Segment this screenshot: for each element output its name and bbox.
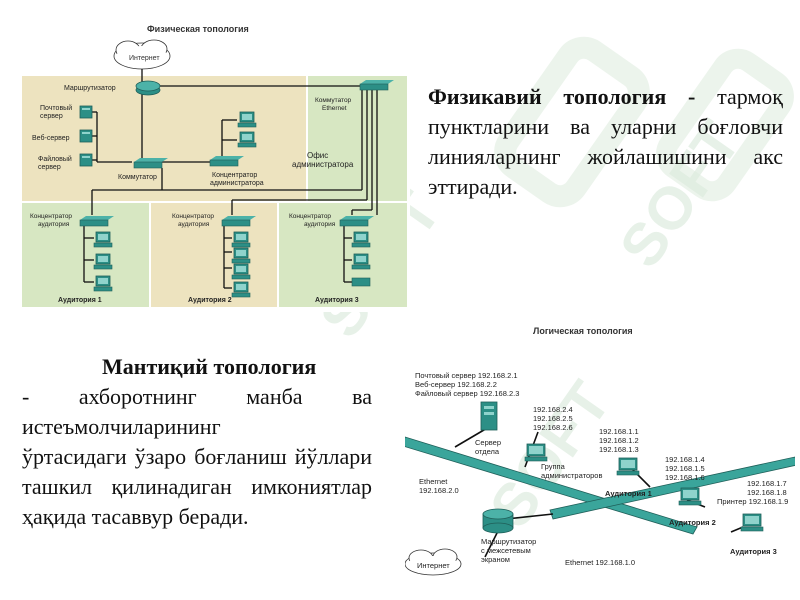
- file-server-label-2: сервер: [38, 164, 61, 171]
- router-label-3: экраном: [481, 555, 510, 564]
- physical-topology-body: тармоқ пунктларини ва уларни боғловчи ли…: [428, 84, 783, 199]
- aud3-pc-icon: [740, 513, 764, 532]
- admin-ip-2: 192.168.2.5: [533, 414, 573, 423]
- ethernet-2-backbone: [405, 436, 698, 535]
- server-ip-1: Почтовый сервер 192.168.2.1: [415, 371, 518, 380]
- file-server-icon: [79, 153, 93, 167]
- admin-pc-icon: [237, 111, 257, 128]
- internet-label: Интернет: [129, 55, 160, 62]
- admin-hub-label-1: Концентратор: [212, 172, 257, 179]
- server-ip-2: Веб-сервер 192.168.2.2: [415, 380, 497, 389]
- router-label-1: Маршрутизатор: [481, 537, 536, 546]
- internet-cloud-icon: [113, 39, 171, 70]
- router-label: Маршрутизатор: [64, 85, 116, 92]
- office-label-2: администратора: [292, 160, 354, 169]
- aud2-ip-1: 192.168.1.4: [665, 455, 705, 464]
- aud1-hub-label-1: Концентратор: [30, 213, 72, 220]
- aud2-ip-3: 192.168.1.6: [665, 473, 705, 482]
- aud1-hub-label-2: аудитория: [38, 221, 70, 228]
- admin-pc-icon: [524, 443, 548, 462]
- aud1-ip-3: 192.168.1.3: [599, 445, 639, 454]
- main-switch-label: Коммутатор: [118, 174, 157, 181]
- file-server-label-1: Файловый: [38, 155, 72, 163]
- logical-title: Логическая топология: [533, 326, 633, 336]
- aud2-hub-label-1: Концентратор: [172, 213, 214, 220]
- aud1-pc-icon: [616, 457, 640, 476]
- mail-server-label-2: сервер: [40, 113, 63, 120]
- office-label-1: Офис: [307, 151, 328, 160]
- aud3-ip-1: 192.168.1.7: [747, 479, 787, 488]
- admin-group-label-1: Группа: [541, 462, 566, 471]
- aud2-hub-label-2: аудитория: [178, 221, 210, 228]
- aud3-hub-label-1: Концентратор: [289, 213, 331, 220]
- admin-pc-icon: [237, 131, 257, 148]
- aud1-ip-2: 192.168.1.2: [599, 436, 639, 445]
- aud1-logical-label: Аудитория 1: [605, 489, 652, 498]
- zone-server-room: [22, 76, 307, 202]
- admin-group-label-2: администраторов: [541, 471, 602, 480]
- aud1-pc-icon: [93, 253, 113, 270]
- web-server-icon: [79, 129, 93, 143]
- aud1-label: Аудитория 1: [58, 297, 102, 304]
- logical-topology-diagram: Логическая топология Почтовый сервер 192…: [405, 326, 795, 576]
- server-ip-3: Файловый сервер 192.168.2.3: [415, 389, 519, 398]
- ethernet-switch-label-1: Коммутатор: [315, 97, 352, 104]
- aud3-pc-icon: [351, 231, 371, 248]
- zone-aud2: [150, 202, 278, 307]
- mail-server-icon: [79, 105, 93, 119]
- zone-office: [307, 76, 407, 202]
- aud2-ip-2: 192.168.1.5: [665, 464, 705, 473]
- aud3-ip-2: 192.168.1.8: [747, 488, 787, 497]
- mail-server-label-1: Почтовый: [40, 104, 72, 112]
- router-icon: [135, 80, 161, 96]
- physical-topology-term: Физикавий топология -: [428, 84, 696, 109]
- ethernet-1-backbone: [549, 456, 795, 520]
- admin-ip-1: 192.168.2.4: [533, 405, 573, 414]
- physical-title: Физическая топология: [147, 24, 249, 34]
- aud2-pc-icon: [231, 231, 251, 248]
- logical-internet-cloud-icon: [405, 548, 462, 576]
- logical-internet-label: Интернет: [417, 561, 450, 570]
- aud2-logical-label: Аудитория 2: [669, 518, 716, 527]
- aud3-printer-icon: [351, 277, 371, 287]
- aud3-pc-icon: [351, 253, 371, 270]
- aud3-label: Аудитория 3: [315, 297, 359, 304]
- server-group-label-1: Сервер: [475, 438, 501, 447]
- aud1-pc-icon: [93, 275, 113, 292]
- aud2-pc-icon: [678, 487, 702, 506]
- aud2-pc-icon: [231, 281, 251, 298]
- physical-topology-definition: Физикавий топология - тармоқ пунктларини…: [428, 82, 783, 202]
- aud3-logical-label: Аудитория 3: [730, 547, 777, 556]
- admin-ip-3: 192.168.2.6: [533, 423, 573, 432]
- firewall-router-icon: [482, 508, 514, 534]
- aud3-ip-3: Принтер 192.168.1.9: [717, 497, 788, 506]
- logical-topology-term: Мантиқий топология: [102, 354, 317, 379]
- ethernet-switch-label-2: Ethernet: [322, 105, 347, 112]
- server-group-label-2: отдела: [475, 447, 500, 456]
- physical-topology-diagram: Физическая топология Интернет: [22, 20, 410, 312]
- logical-topology-body-1: - ахборотнинг манба ва истеъмолчиларинин…: [22, 384, 372, 439]
- aud2-pc-icon: [231, 263, 251, 280]
- aud2-label: Аудитория 2: [188, 297, 232, 304]
- ethernet2-label-1: Ethernet: [419, 477, 448, 486]
- admin-hub-label-2: администратора: [210, 180, 264, 187]
- department-server-icon: [480, 401, 498, 431]
- aud1-pc-icon: [93, 231, 113, 248]
- logical-topology-definition: Мантиқий топология - ахборотнинг манба в…: [22, 352, 372, 532]
- router-label-2: с межсетевым: [481, 546, 531, 555]
- web-server-label: Веб-сервер: [32, 134, 70, 142]
- ethernet1-label: Ethernet 192.168.1.0: [565, 558, 635, 567]
- aud2-pc-icon: [231, 247, 251, 264]
- aud3-hub-label-2: аудитория: [304, 221, 336, 228]
- ethernet2-label-2: 192.168.2.0: [419, 486, 459, 495]
- aud1-ip-1: 192.168.1.1: [599, 427, 639, 436]
- logical-topology-body-2: ўртасидаги ўзаро боғланиш йўллари ташкил…: [22, 444, 372, 529]
